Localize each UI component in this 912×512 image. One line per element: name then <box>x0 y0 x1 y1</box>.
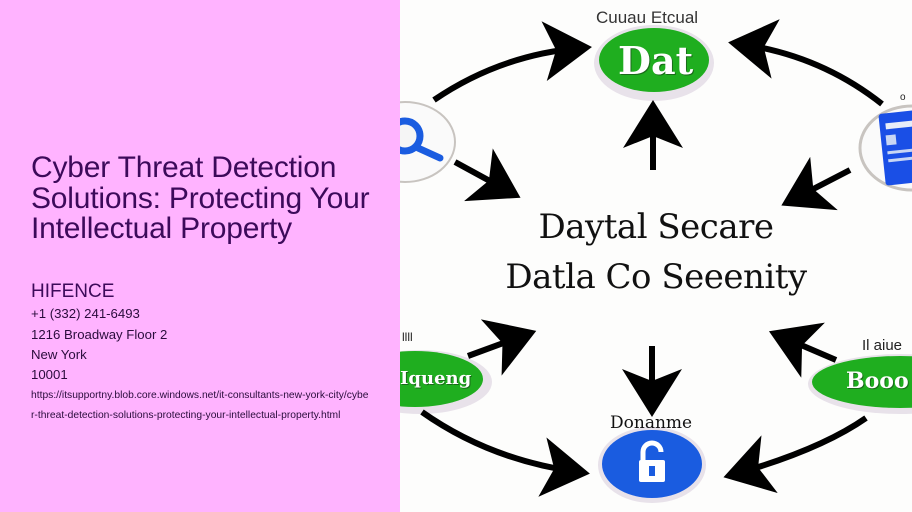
street-address: 1216 Broadway Floor 2 <box>31 327 168 342</box>
arrow-right-bottom-to-padlock <box>723 415 868 494</box>
company-name: HIFENCE <box>31 281 115 302</box>
left-bottom-node-label: llll <box>402 330 413 344</box>
top-node-label: Cuuau Etcual <box>596 8 699 27</box>
document-screen-icon <box>878 110 912 186</box>
arrow-right-bottom-to-center <box>768 322 838 378</box>
city: New York <box>31 347 87 362</box>
left-bottom-bubble <box>400 351 483 407</box>
top-bubble-text: Dat <box>618 38 694 83</box>
zip-code: 10001 <box>31 367 68 382</box>
magnifier-icon <box>400 117 424 155</box>
node-top <box>594 25 714 101</box>
page-title: Cyber Threat Detection Solutions: Protec… <box>31 151 370 245</box>
arrow-left-bottom-to-padlock <box>420 409 590 497</box>
center-title-line-1: Daytal Secare <box>538 207 774 247</box>
center-title-line-2: Datla Co Seeenity <box>505 257 807 297</box>
node-right-bottom <box>808 354 912 414</box>
bottom-node-label: Donanme <box>610 413 693 433</box>
arrow-screen-to-center <box>781 156 852 211</box>
right-bottom-node-label: Il aiue <box>862 337 903 354</box>
top-bubble <box>599 28 709 92</box>
arrow-left-to-top <box>432 21 592 103</box>
right-top-node-label: o <box>900 92 906 103</box>
arrow-right-to-top <box>728 19 884 107</box>
info-panel: Cyber Threat Detection Solutions: Protec… <box>0 0 400 512</box>
left-bottom-bubble-text: Iqueng <box>400 368 472 389</box>
security-diagram: Cuuau Etcual Dat o llll Iqueng Il aiue B… <box>400 0 912 512</box>
node-left-top <box>400 101 456 183</box>
arrow-left-bottom-to-center <box>466 319 537 376</box>
arrows <box>420 19 884 497</box>
node-right-top <box>858 104 912 192</box>
right-bottom-bubble-text: Booo <box>846 368 909 394</box>
arrow-magnifier-to-center <box>453 148 521 202</box>
diagram-graphics <box>400 19 912 503</box>
right-bottom-bubble <box>812 356 912 408</box>
node-left-bottom <box>400 350 492 414</box>
node-bottom <box>598 427 706 503</box>
padlock-icon <box>639 440 665 482</box>
phone-number: +1 (332) 241-6493 <box>31 306 140 321</box>
source-url-link[interactable]: https://itsupportny.blob.core.windows.ne… <box>31 390 369 421</box>
